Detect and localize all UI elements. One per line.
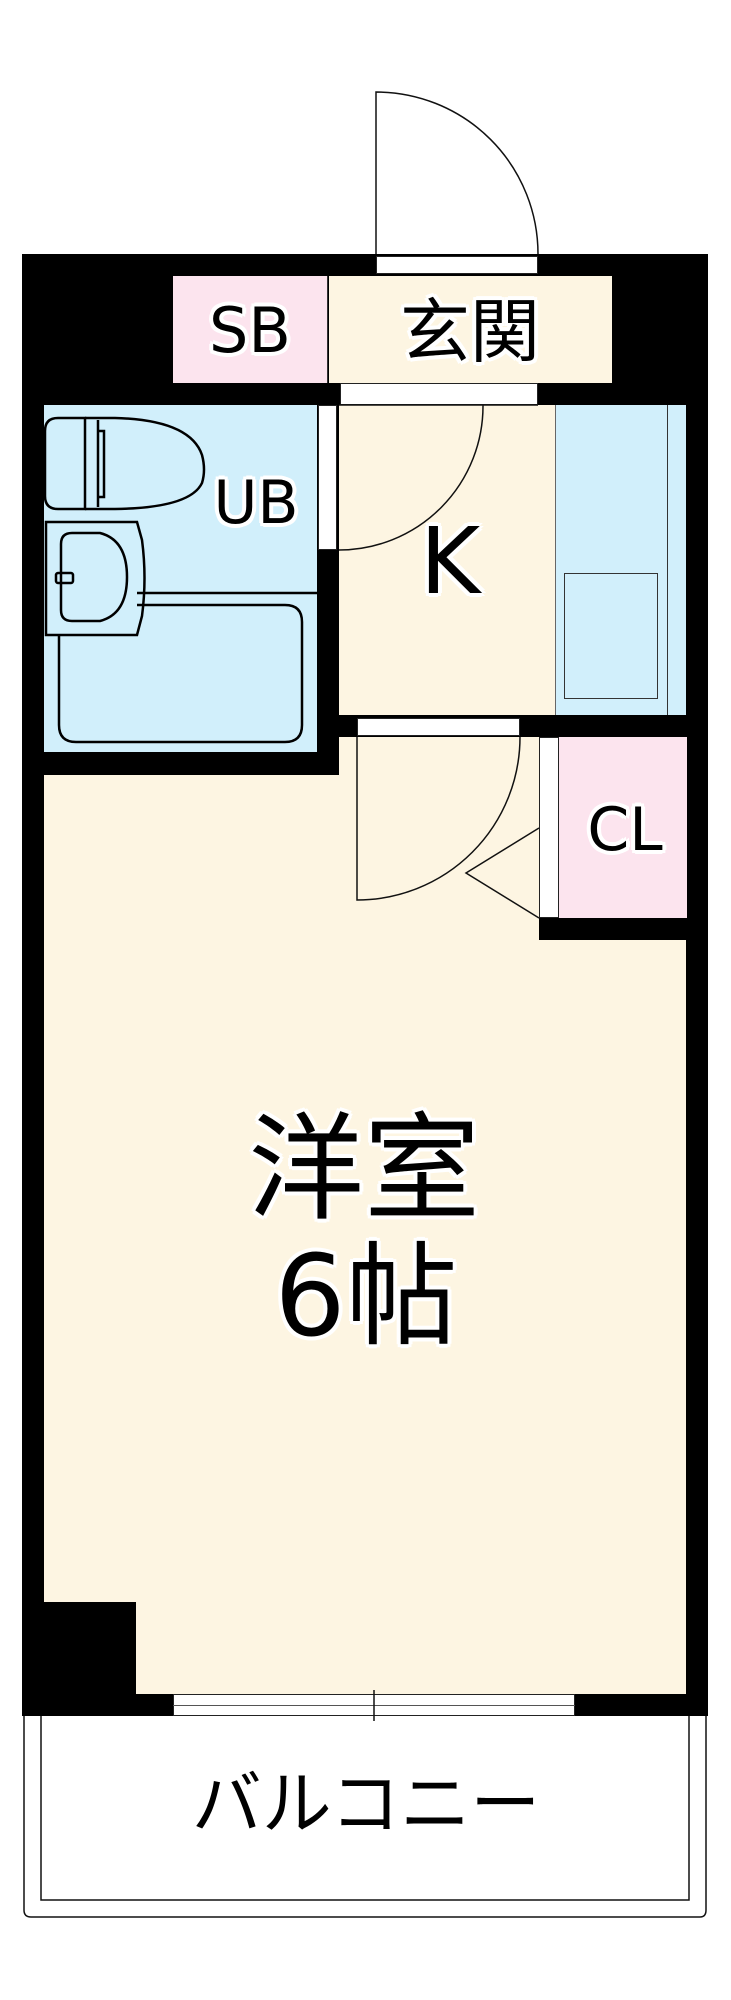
entrance-door-icon bbox=[375, 91, 539, 255]
stove-icon bbox=[564, 573, 658, 699]
western-room-label: 洋室 bbox=[248, 1102, 480, 1237]
pillar bbox=[22, 1602, 136, 1716]
room-door-opening[interactable] bbox=[357, 718, 520, 736]
kitchen-counter-edge bbox=[667, 405, 668, 715]
western-room-size: 6帖 bbox=[274, 1232, 458, 1362]
closet-door-opening[interactable] bbox=[539, 737, 559, 918]
closet-area bbox=[559, 737, 687, 918]
kitchen-counter bbox=[555, 405, 686, 715]
hall-left-wall bbox=[330, 737, 339, 775]
closet-label: CL bbox=[587, 795, 663, 865]
unit-bath-area bbox=[44, 405, 317, 752]
outer-wall-left bbox=[22, 254, 44, 1716]
shoebox-label: SB bbox=[209, 294, 291, 367]
balcony-label: バルコニー bbox=[191, 1763, 541, 1845]
entrance-step-opening bbox=[340, 383, 538, 405]
balcony-window-midline bbox=[173, 1705, 575, 1706]
shoebox-area bbox=[173, 276, 328, 383]
western-room-area-right bbox=[539, 940, 686, 1694]
hall-area bbox=[339, 737, 539, 775]
entrance-door-opening[interactable] bbox=[376, 256, 538, 274]
closet-bottom-wall bbox=[539, 918, 708, 940]
bath-door-opening[interactable] bbox=[318, 405, 337, 550]
kitchen-label: K bbox=[419, 508, 481, 615]
bath-bottom-wall bbox=[22, 752, 340, 775]
western-room-area bbox=[44, 775, 539, 1694]
entrance-label: 玄関 bbox=[400, 291, 540, 373]
entrance-area bbox=[329, 276, 612, 383]
unit-bath-label: UB bbox=[213, 468, 299, 538]
outer-wall-right bbox=[686, 254, 708, 1716]
